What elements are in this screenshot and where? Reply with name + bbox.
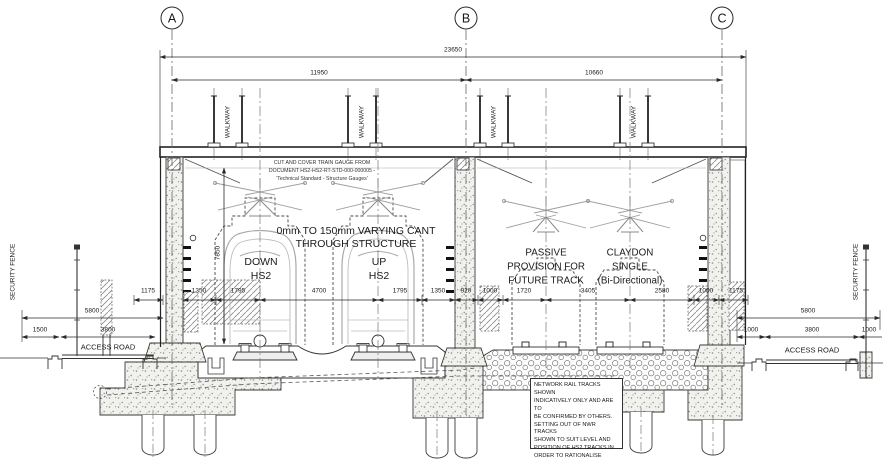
dim-row-8: 1720 — [516, 287, 532, 295]
down-track-label2: HS2 — [250, 270, 272, 282]
dim-left-total: 5800 — [84, 307, 100, 315]
access-road-label-left: ACCESS ROAD — [80, 342, 136, 352]
walkway-label-3: WALKWAY — [490, 105, 498, 139]
cant-note-line1: 0mm TO 150mm VARYING CANT — [276, 225, 436, 237]
dim-row-11: 1000 — [698, 287, 714, 295]
walkway-label-2: WALKWAY — [358, 105, 366, 139]
dim-row-12: 1175 — [729, 287, 743, 295]
up-track-label2: HS2 — [368, 270, 390, 282]
dim-wall-height: 7850 — [214, 245, 222, 261]
dim-left-road: 3800 — [100, 326, 116, 334]
dim-row-3: 4700 — [311, 287, 327, 295]
dim-row-4: 1795 — [392, 287, 408, 295]
grid-bubble-c: C — [710, 6, 734, 30]
cant-note-line2: THROUGH STRUCTURE — [295, 238, 417, 250]
dim-row-0: 1175 — [141, 287, 155, 295]
claydon-label-line3: (Bi-Directional) — [597, 275, 663, 287]
gauge-note-line2: DOCUMENT HS2-HS2-RT-STD-000-000005 - — [268, 168, 376, 174]
note-line: BE CONFIRMED BY OTHERS. — [534, 413, 613, 420]
claydon-label-line1: CLAYDON — [606, 247, 654, 259]
dim-row-5: 1350 — [430, 287, 446, 295]
track-centerlines — [259, 88, 631, 378]
dim-row-9: 3405 — [580, 287, 596, 295]
dim-right-verge-a: 1000 — [743, 326, 759, 334]
grid-bubble-a: A — [160, 6, 184, 30]
access-roads — [0, 354, 883, 371]
security-fence-label-right: SECURITY FENCE — [852, 243, 860, 301]
note-line: INDICATIVELY ONLY AND ARE TO — [534, 397, 614, 412]
note-line: SETTING OUT OF NWR TRACKS — [534, 421, 596, 436]
dim-right-total: 5800 — [800, 307, 816, 315]
dim-row-7: 1000 — [482, 287, 498, 295]
dim-overall: 23650 — [443, 46, 463, 54]
walkway-label-4: WALKWAY — [630, 105, 638, 139]
dim-row-1: 1350 — [191, 287, 207, 295]
gauge-note-line3: 'Technical Standard - Structure Gauges' — [276, 176, 368, 182]
note-line: POSITION OF HS2 TRACKS IN — [534, 445, 614, 452]
box-structure — [143, 146, 747, 367]
dim-left-bay: 11950 — [310, 69, 328, 77]
pile-centerlines — [152, 408, 714, 458]
dim-row-6: 920 — [460, 287, 472, 295]
dim-right-verge-b: 1000 — [861, 326, 877, 334]
dim-row-2: 1795 — [230, 287, 246, 295]
walkway-label-1: WALKWAY — [224, 105, 232, 139]
down-track-label: DOWN — [244, 256, 278, 268]
access-road-label-right: ACCESS ROAD — [784, 345, 840, 355]
passive-label-line1: PASSIVE — [525, 247, 567, 259]
claydon-label-line2: SINGLE — [612, 261, 648, 273]
passive-label-line2: PROVISION FOR — [507, 261, 585, 273]
dimension-lines — [21, 50, 882, 345]
drainage — [93, 367, 614, 399]
up-track-label: UP — [371, 256, 387, 268]
note-line: SHOWN TO SUIT LEVEL AND — [534, 437, 611, 444]
dim-right-road: 3800 — [804, 326, 820, 334]
dim-right-bay: 10660 — [584, 69, 604, 77]
passive-label-line3: FUTURE TRACK — [508, 275, 584, 287]
note-line: ORDER TO RATIONALISE SRBMS — [534, 453, 602, 460]
piles — [141, 412, 725, 459]
dim-left-verge: 1500 — [32, 326, 48, 334]
grid-centerlines — [171, 30, 723, 415]
track-slab — [197, 334, 446, 379]
network-rail-note: NETWORK RAIL TRACKS SHOWN INDICATIVELY O… — [530, 378, 623, 459]
train-gauges — [212, 177, 674, 346]
note-line: NETWORK RAIL TRACKS SHOWN — [534, 382, 601, 396]
dim-row-10: 2580 — [654, 287, 670, 295]
walkway-posts — [207, 88, 655, 160]
grid-bubble-b: B — [454, 6, 478, 30]
gauge-note-line1: CUT AND COVER TRAIN GAUGE FROM — [273, 160, 371, 166]
security-fence-label-left: SECURITY FENCE — [9, 243, 17, 301]
